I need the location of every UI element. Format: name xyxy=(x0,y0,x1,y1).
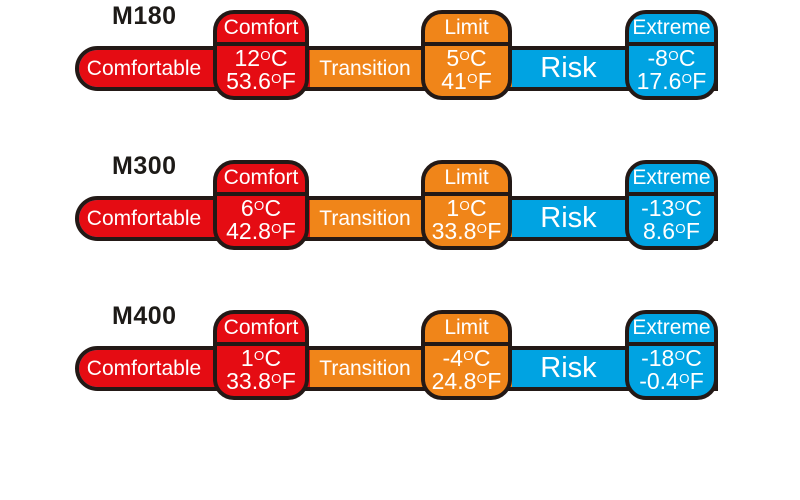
extreme-fahrenheit-value: 8.6OF xyxy=(643,218,700,244)
extreme-rating-values: -18OC -0.4OF xyxy=(629,345,714,394)
limit-celsius-value: 5OC xyxy=(446,45,487,71)
rating-row-m180: M180 Comfortable Transition Risk Comfort… xyxy=(0,0,800,150)
limit-rating-title: Limit xyxy=(425,164,508,196)
comfort-celsius-value: 1OC xyxy=(240,345,282,371)
comfort-rating-box: Comfort 6OC 42.8OF xyxy=(213,160,309,250)
extreme-celsius-value: -8OC xyxy=(647,45,696,71)
comfort-celsius-value: 12OC xyxy=(234,45,288,71)
temperature-bar xyxy=(75,346,718,391)
limit-rating-box: Limit -4OC 24.8OF xyxy=(421,310,512,400)
comfort-rating-box: Comfort 1OC 33.8OF xyxy=(213,310,309,400)
extreme-celsius-value: -13OC xyxy=(641,195,702,221)
extreme-fahrenheit-value: -0.4OF xyxy=(639,368,704,394)
comfort-fahrenheit-value: 53.6OF xyxy=(226,68,296,94)
temperature-bar xyxy=(75,196,718,241)
limit-rating-title: Limit xyxy=(425,14,508,46)
rating-row-m400: M400 Comfortable Transition Risk Comfort… xyxy=(0,300,800,450)
extreme-rating-title: Extreme xyxy=(629,14,714,46)
comfort-celsius-value: 6OC xyxy=(240,195,282,221)
limit-rating-box: Limit 5OC 41OF xyxy=(421,10,512,100)
limit-rating-values: -4OC 24.8OF xyxy=(425,345,508,394)
extreme-rating-box: Extreme -13OC 8.6OF xyxy=(625,160,718,250)
extreme-rating-box: Extreme -18OC -0.4OF xyxy=(625,310,718,400)
extreme-fahrenheit-value: 17.6OF xyxy=(636,68,707,94)
temperature-bar xyxy=(75,46,718,91)
comfort-rating-title: Comfort xyxy=(217,314,305,346)
limit-celsius-value: 1OC xyxy=(446,195,487,221)
comfort-rating-title: Comfort xyxy=(217,164,305,196)
limit-rating-values: 1OC 33.8OF xyxy=(425,195,508,244)
limit-fahrenheit-value: 41OF xyxy=(441,68,492,94)
extreme-celsius-value: -18OC xyxy=(641,345,702,371)
limit-rating-title: Limit xyxy=(425,314,508,346)
limit-fahrenheit-value: 33.8OF xyxy=(431,218,502,244)
limit-rating-values: 5OC 41OF xyxy=(425,45,508,94)
extreme-rating-box: Extreme -8OC 17.6OF xyxy=(625,10,718,100)
extreme-rating-title: Extreme xyxy=(629,314,714,346)
extreme-rating-values: -8OC 17.6OF xyxy=(629,45,714,94)
rating-row-m300: M300 Comfortable Transition Risk Comfort… xyxy=(0,150,800,300)
model-label: M300 xyxy=(112,152,177,180)
comfort-rating-values: 1OC 33.8OF xyxy=(217,345,305,394)
limit-fahrenheit-value: 24.8OF xyxy=(431,368,502,394)
comfort-rating-box: Comfort 12OC 53.6OF xyxy=(213,10,309,100)
limit-celsius-value: -4OC xyxy=(442,345,491,371)
comfort-rating-values: 6OC 42.8OF xyxy=(217,195,305,244)
comfort-rating-values: 12OC 53.6OF xyxy=(217,45,305,94)
comfort-fahrenheit-value: 33.8OF xyxy=(226,368,296,394)
extreme-rating-title: Extreme xyxy=(629,164,714,196)
model-label: M400 xyxy=(112,302,177,330)
extreme-rating-values: -13OC 8.6OF xyxy=(629,195,714,244)
comfort-rating-title: Comfort xyxy=(217,14,305,46)
limit-rating-box: Limit 1OC 33.8OF xyxy=(421,160,512,250)
model-label: M180 xyxy=(112,2,177,30)
comfort-fahrenheit-value: 42.8OF xyxy=(226,218,296,244)
